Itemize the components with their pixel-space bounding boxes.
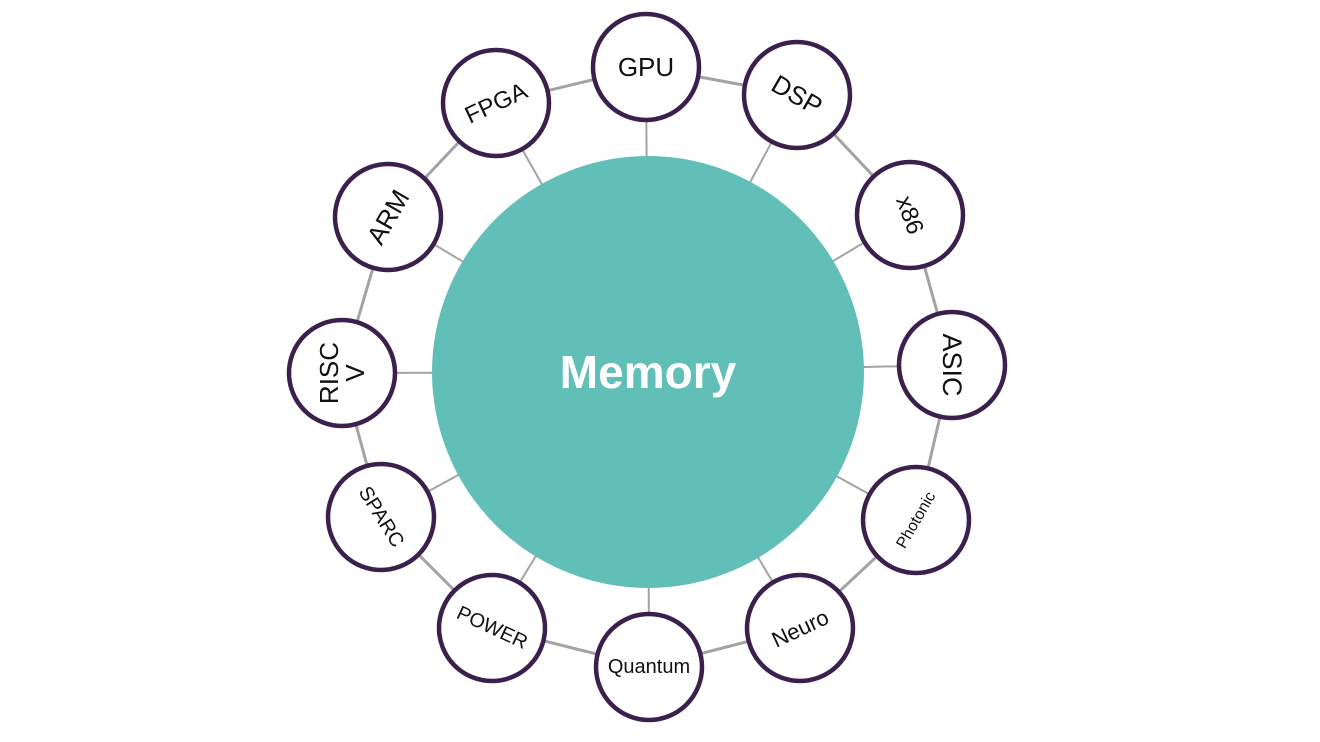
node-x86: x86 [854,159,966,271]
memory-hub [432,156,864,588]
spoke-arm [433,243,467,265]
node-gpu: GPU [590,11,702,123]
node-label-quantum: Quantum [608,656,690,678]
node-label-line: RISC [314,342,344,404]
node-label-risc-v: RISCV [314,342,370,404]
node-photonic: Photonic [860,464,972,576]
node-fpga: FPGA [440,47,552,159]
node-circle-dsp [741,39,853,151]
node-risc-v: RISCV [286,317,398,429]
spoke-fpga [521,148,545,188]
node-circle-sparc [325,461,437,573]
node-neuro: Neuro [744,572,856,684]
node-arm: ARM [332,161,444,273]
node-circle-quantum [593,611,705,723]
node-circle-x86 [854,159,966,271]
node-power: POWER [436,572,548,684]
node-circle-fpga [440,47,552,159]
spoke-neuro [755,553,774,583]
spoke-photonic [833,473,871,496]
node-label-line: Quantum [608,656,690,678]
node-sparc: SPARC [325,461,437,573]
node-label-gpu: GPU [618,52,674,82]
node-asic: ASIC [896,309,1008,421]
spoke-dsp [747,141,773,186]
spokes [394,119,900,615]
node-circle-power [436,572,548,684]
node-circle-risc-v [286,317,398,429]
node-circle-arm [332,161,444,273]
spoke-asic [859,365,900,369]
spoke-power [518,552,539,584]
spoke-sparc [427,472,463,493]
node-label-asic: ASIC [937,333,967,396]
node-label-line: ASIC [937,333,967,396]
node-label-line: V [340,364,370,382]
node-label-line: GPU [618,52,674,82]
spoke-x86 [829,241,866,264]
node-circle-gpu [590,11,702,123]
node-circle-neuro [744,572,856,684]
memory-label: Memory [560,346,737,398]
node-quantum: Quantum [593,611,705,723]
node-dsp: DSP [741,39,853,151]
node-circle-asic [896,309,1008,421]
node-circle-photonic [860,464,972,576]
